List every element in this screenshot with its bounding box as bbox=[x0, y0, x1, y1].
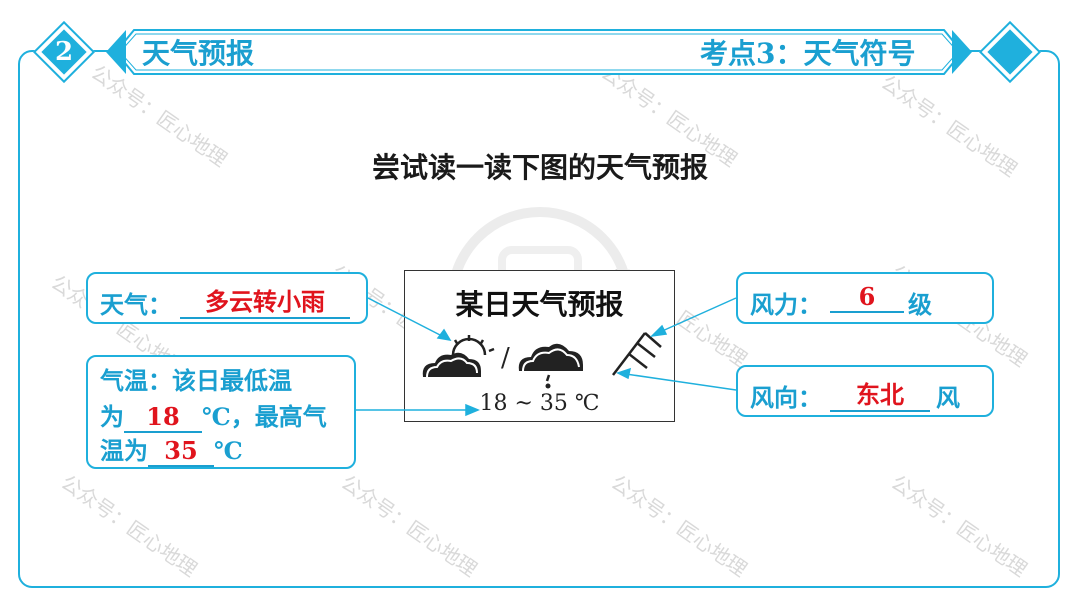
temperature-line-3-suffix: ℃ bbox=[214, 436, 243, 465]
header-left-title: 天气预报 bbox=[142, 37, 255, 70]
temperature-line-1: 气温：该日最低温 bbox=[100, 366, 292, 395]
section-number: 2 bbox=[54, 37, 74, 67]
temperature-line-2-suffix: ℃，最高气 bbox=[202, 402, 327, 431]
wind-direction-suffix: 风 bbox=[936, 383, 960, 412]
sun-behind-cloud-icon bbox=[422, 335, 495, 378]
wind-force-callout: 风力： 6 级 bbox=[736, 272, 994, 324]
forecast-title: 某日天气预报 bbox=[455, 288, 624, 321]
weather-answer: 多云转小雨 bbox=[180, 282, 350, 319]
forecast-card: 某日天气预报 / 18 ~ 35 ℃ bbox=[404, 270, 675, 422]
wind-force-answer: 6 bbox=[830, 282, 904, 313]
forecast-temperature: 18 ~ 35 ℃ bbox=[479, 391, 600, 416]
low-temperature-answer: 18 bbox=[124, 402, 202, 433]
header-banner bbox=[106, 29, 972, 75]
wind-direction-callout: 风向： 东北 风 bbox=[736, 365, 994, 417]
wind-direction-label: 风向： bbox=[750, 383, 822, 412]
temperature-line-3-prefix: 温为 bbox=[100, 436, 148, 465]
high-temperature-answer: 35 bbox=[148, 436, 214, 467]
page-title: 尝试读一读下图的天气预报 bbox=[371, 151, 708, 184]
wind-force-suffix: 级 bbox=[908, 290, 932, 319]
forecast-separator: / bbox=[501, 343, 510, 373]
weather-callout: 天气： 多云转小雨 bbox=[86, 272, 368, 324]
wind-direction-answer: 东北 bbox=[830, 375, 930, 412]
temperature-line-2-prefix: 为 bbox=[100, 402, 124, 431]
wind-force-icon bbox=[612, 332, 662, 376]
weather-label: 天气： bbox=[100, 290, 172, 319]
header-right-title: 考点3：天气符号 bbox=[700, 37, 916, 70]
rain-cloud-icon bbox=[518, 343, 583, 389]
wind-force-label: 风力： bbox=[750, 290, 822, 319]
